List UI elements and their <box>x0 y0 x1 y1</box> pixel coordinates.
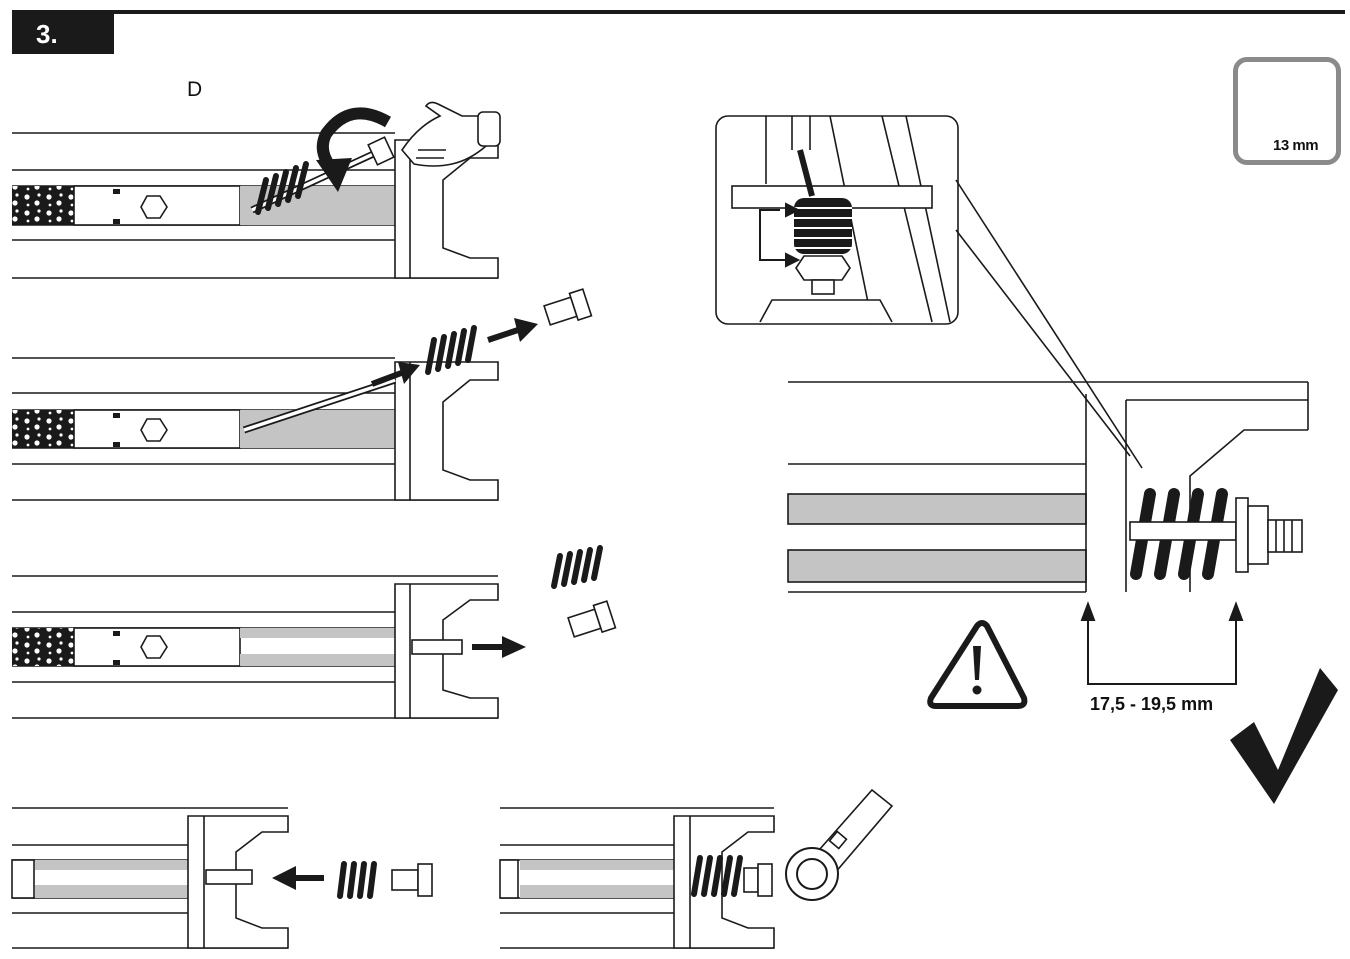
step-panel-5 <box>499 788 894 949</box>
bolt-icon <box>543 288 593 326</box>
top-rule <box>12 10 1345 14</box>
step-panel-4 <box>11 807 433 949</box>
pull-arrow-icon <box>487 318 538 343</box>
tool-size-box <box>1233 57 1341 165</box>
hex-nut-icon <box>795 255 851 281</box>
warning-triangle-icon <box>927 620 1028 709</box>
bolt-icon <box>743 863 773 897</box>
callout-lines <box>955 179 1143 469</box>
detail-inset <box>715 115 959 325</box>
hex-nut-icon <box>140 195 168 219</box>
large-detail-view <box>787 381 1309 685</box>
bolt-icon <box>1235 497 1303 573</box>
spring-icon <box>425 325 477 375</box>
panel-label: D <box>187 78 203 101</box>
bolt-icon <box>367 136 395 166</box>
step-number-badge: 3. <box>12 14 114 54</box>
rubber-strip <box>12 628 74 666</box>
checkmark-icon <box>1230 668 1338 804</box>
measurement-bracket <box>1080 601 1244 685</box>
rubber-strip <box>12 186 74 225</box>
rubber-strip <box>12 410 74 448</box>
bolt-icon <box>567 600 617 638</box>
spring-icon <box>551 545 603 589</box>
wrench-icon <box>785 788 894 901</box>
step-panel-3 <box>12 545 617 719</box>
hex-nut-icon <box>140 418 168 442</box>
hex-nut-icon <box>140 635 168 659</box>
insert-arrow-icon <box>272 866 324 890</box>
measurement-label: 17,5 - 19,5 mm <box>1090 694 1214 714</box>
measure-arrow-icon <box>759 202 801 268</box>
spring-icon <box>794 198 852 254</box>
tool-size-label: 13 mm <box>1273 137 1319 154</box>
push-arrow-icon <box>472 636 526 658</box>
spring-icon <box>691 855 743 897</box>
rotate-arrow-icon <box>316 107 392 192</box>
spring-icon <box>255 161 309 215</box>
bolt-icon <box>391 863 433 897</box>
hand-icon <box>400 101 501 167</box>
step-panel-2 <box>12 288 593 501</box>
pull-arrow-icon <box>370 362 420 387</box>
step-panel-1 <box>12 101 501 279</box>
spring-icon <box>337 861 377 899</box>
